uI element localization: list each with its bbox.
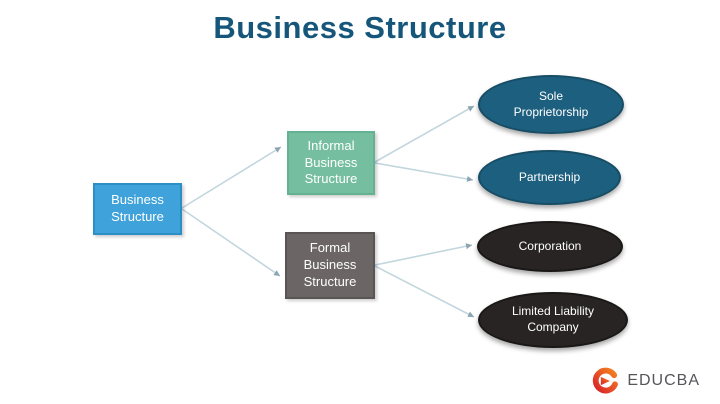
- node-sole-proprietorship: Sole Proprietorship: [478, 75, 624, 134]
- node-limited-liability-company: Limited Liability Company: [478, 292, 628, 348]
- connector-formal-corporation: [374, 243, 473, 266]
- node-corporation: Corporation: [477, 221, 623, 272]
- connector-informal-sole: [374, 105, 475, 163]
- node-informal-business-structure: Informal Business Structure: [287, 131, 375, 195]
- connector-formal-llc: [374, 265, 475, 318]
- educba-logo-icon: [590, 366, 620, 396]
- connector-root-informal: [181, 146, 282, 209]
- node-formal-business-structure: Formal Business Structure: [285, 232, 375, 299]
- node-partnership: Partnership: [478, 150, 621, 205]
- node-business-structure: Business Structure: [93, 183, 182, 235]
- page-title: Business Structure: [213, 10, 507, 45]
- educba-logo: EDUCBA: [590, 366, 700, 396]
- connector-root-formal: [181, 208, 281, 277]
- connector-informal-partnership: [374, 162, 474, 182]
- educba-logo-text: EDUCBA: [627, 372, 700, 389]
